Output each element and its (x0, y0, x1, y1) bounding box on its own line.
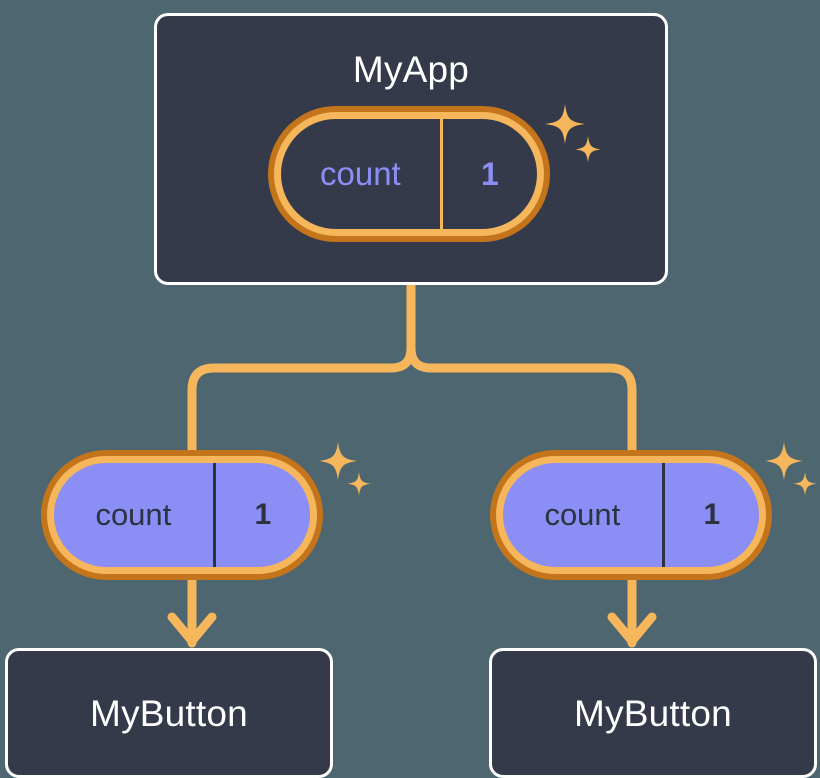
sparkle-four-point-small-icon (793, 472, 817, 496)
state-key-label: count (95, 497, 172, 532)
pill-ring-inner: count 1 (47, 456, 317, 574)
state-pill-mybutton-right[interactable]: count 1 (490, 450, 772, 580)
state-value-label: 1 (212, 463, 310, 567)
arrow-down-icon (607, 573, 657, 648)
state-pill-mybutton-left[interactable]: count 1 (41, 450, 323, 580)
branch-connector-icon (187, 280, 416, 457)
branch-connector-right-icon (406, 343, 637, 457)
sparkle-group-mybutton-right (765, 442, 817, 496)
state-key-label: count (319, 155, 401, 192)
arrow-down-icon (167, 573, 217, 648)
component-card-mybutton-left[interactable]: MyButton (5, 648, 333, 778)
page-title: MyApp (352, 49, 470, 90)
state-value-label: 1 (439, 119, 537, 229)
component-card-mybutton-right[interactable]: MyButton (489, 648, 817, 778)
pill-body: count 1 (503, 463, 759, 567)
state-key-label: count (544, 497, 621, 532)
state-pill-myapp[interactable]: count 1 (268, 106, 550, 242)
component-title: MyButton (90, 692, 248, 734)
state-value-label: 1 (661, 463, 759, 567)
sparkle-group-mybutton-left (319, 442, 371, 496)
sparkle-four-point-small-icon (347, 472, 371, 496)
pill-body: count 1 (281, 119, 537, 229)
component-title: MyButton (574, 692, 732, 734)
pill-ring-inner: count 1 (274, 112, 544, 236)
pill-ring-inner: count 1 (496, 456, 766, 574)
sparkle-four-point-icon (319, 442, 357, 480)
sparkle-four-point-icon (765, 442, 803, 480)
pill-body: count 1 (54, 463, 310, 567)
